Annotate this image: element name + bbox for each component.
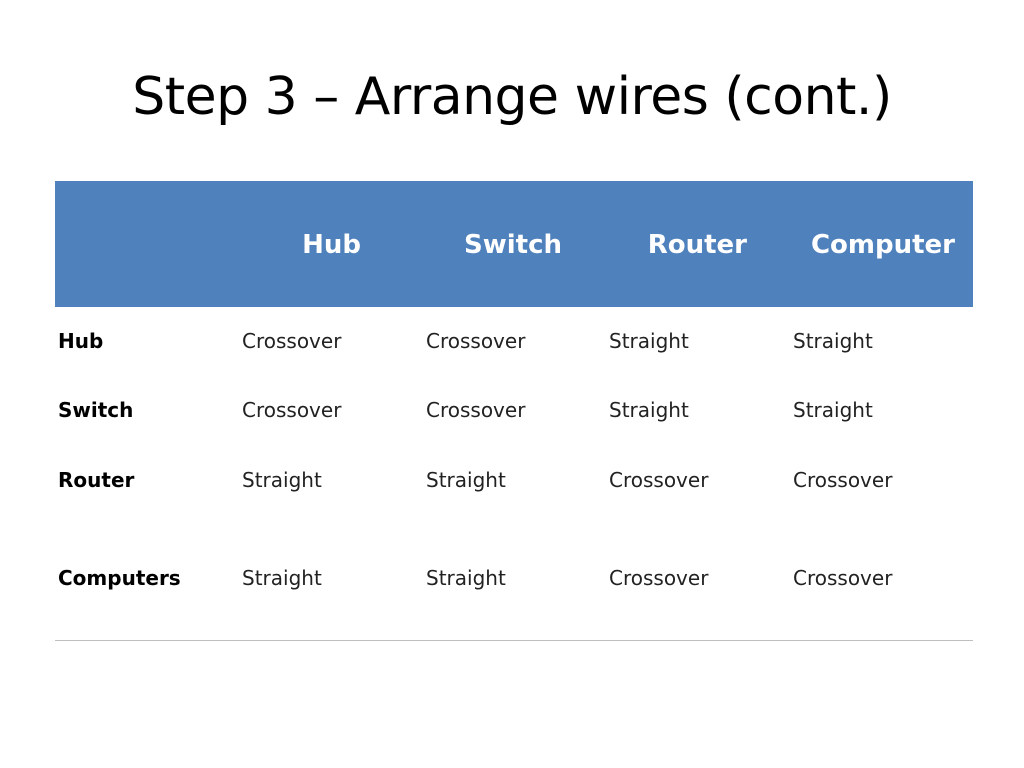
column-header-computer: Computer xyxy=(810,230,955,260)
column-header-hub: Hub xyxy=(302,230,361,260)
table-cell: Crossover xyxy=(242,329,342,353)
row-header-router: Router xyxy=(58,468,135,492)
row-header-switch: Switch xyxy=(58,398,134,422)
table-cell: Straight xyxy=(609,329,689,353)
table-cell: Crossover xyxy=(793,566,893,590)
table-cell: Straight xyxy=(609,398,689,422)
table-cell: Straight xyxy=(793,329,873,353)
table-cell: Crossover xyxy=(426,329,526,353)
table-cell: Crossover xyxy=(609,468,709,492)
table-cell: Crossover xyxy=(426,398,526,422)
table-bottom-border xyxy=(55,640,973,641)
slide-title: Step 3 – Arrange wires (cont.) xyxy=(132,67,892,127)
column-header-router: Router xyxy=(647,230,747,260)
table-cell: Crossover xyxy=(793,468,893,492)
table-header-row: Hub Switch Router Computer xyxy=(55,181,973,307)
table-cell: Crossover xyxy=(242,398,342,422)
column-header-switch: Switch xyxy=(463,230,562,260)
table-cell: Straight xyxy=(242,566,322,590)
row-header-computers: Computers xyxy=(58,566,181,590)
table-cell: Straight xyxy=(426,566,506,590)
table-cell: Straight xyxy=(426,468,506,492)
table-cell: Straight xyxy=(793,398,873,422)
table-cell: Crossover xyxy=(609,566,709,590)
connection-table: Hub Switch Router Computer xyxy=(55,181,973,307)
table-cell: Straight xyxy=(242,468,322,492)
row-header-hub: Hub xyxy=(58,329,104,353)
